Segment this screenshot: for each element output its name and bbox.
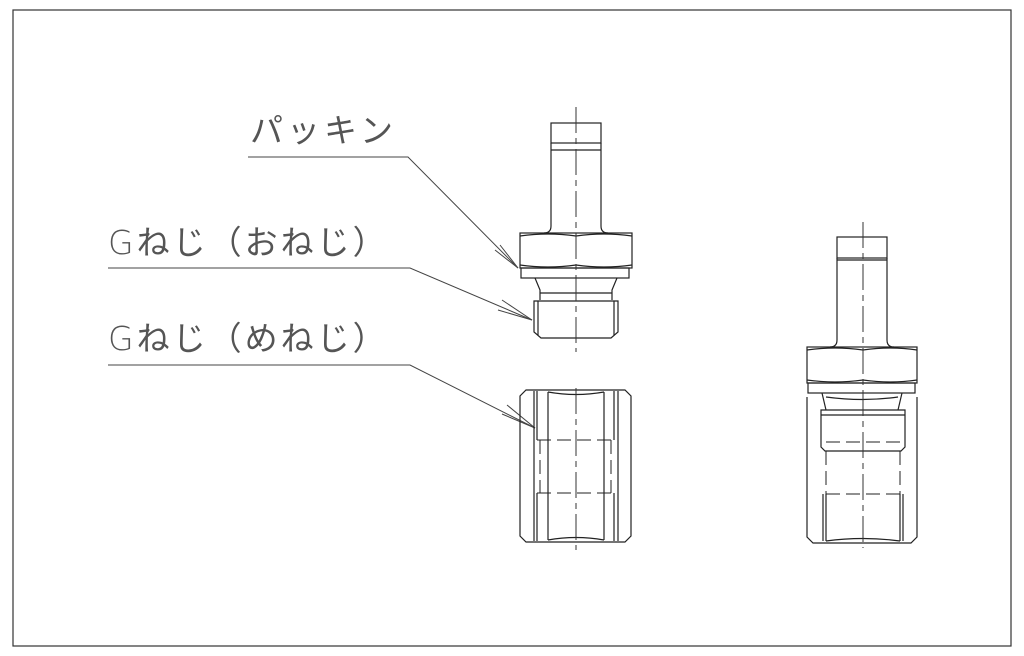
label-male-thread: Gねじ（おねじ） [108, 223, 389, 262]
leader-male-thread [108, 267, 533, 321]
female-nut [519, 388, 632, 550]
label-female-thread: Gねじ（めねじ） [108, 319, 389, 358]
leader-female-thread [108, 364, 536, 429]
drawing-border [12, 9, 1012, 647]
male-fitting [519, 107, 633, 352]
label-packing: パッキン [250, 111, 398, 150]
leader-packing [248, 156, 519, 269]
assembled-fitting [806, 222, 918, 548]
